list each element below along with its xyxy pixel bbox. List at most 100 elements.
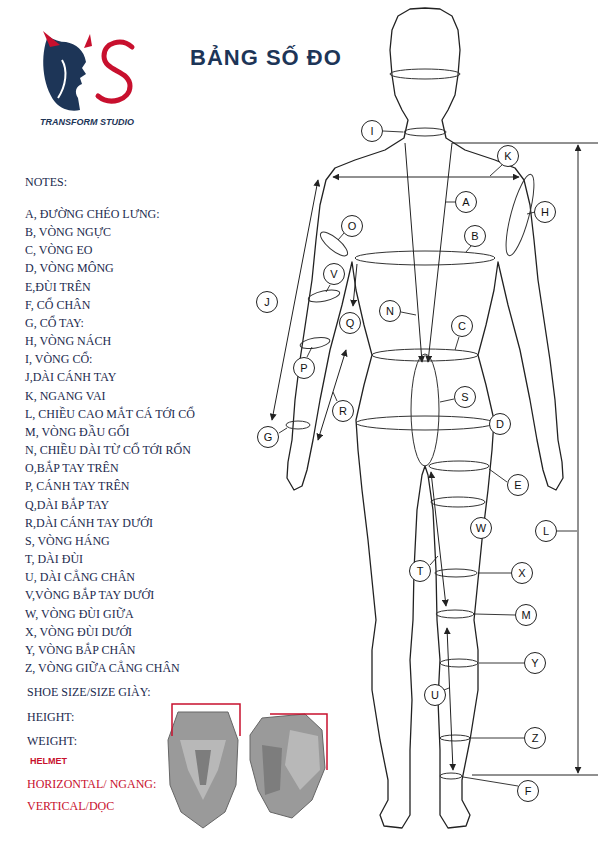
leader-line	[326, 285, 330, 292]
field-label: SHOE SIZE/SIZE GIÀY:	[27, 686, 151, 700]
callout-letter: H	[541, 207, 549, 218]
crotch-ring	[411, 354, 439, 466]
leader-line	[479, 663, 524, 664]
leader-line	[338, 233, 344, 240]
forearm-length-arrow	[318, 350, 346, 440]
leader-line	[557, 531, 577, 532]
callout-number: A	[455, 191, 477, 213]
note-line: K, NGANG VAI	[25, 390, 106, 404]
page-title: BẢNG SỐ ĐO	[190, 45, 342, 70]
leader-line	[489, 469, 507, 482]
leader-line	[440, 399, 454, 402]
callout-letter: R	[339, 406, 347, 417]
callout-number: P	[293, 357, 315, 379]
note-line: H, VÒNG NÁCH	[25, 335, 111, 349]
head-side-facet	[262, 745, 282, 795]
callout-number: M	[515, 604, 537, 626]
helmet-box	[270, 714, 327, 770]
callout-letter: O	[348, 221, 357, 232]
head-side	[250, 714, 325, 818]
note-line: D, VÒNG MÔNG	[25, 262, 114, 276]
note-line: B, VÒNG NGỰC	[25, 226, 111, 240]
callout-letter: I	[370, 126, 373, 137]
callout-letter: P	[300, 363, 307, 374]
waist-ring	[372, 349, 478, 361]
body-outline	[287, 8, 563, 828]
callout-letter: T	[417, 566, 424, 577]
callout-number: U	[424, 684, 446, 706]
callout-letter: D	[496, 419, 504, 430]
field-label: HORIZONTAL/ NGANG:	[27, 778, 156, 792]
leader-line	[490, 165, 502, 176]
callout-letter: Q	[346, 318, 355, 329]
note-line: V,VÒNG BẮP TAY DƯỚI	[25, 589, 154, 603]
logo-horn	[84, 34, 92, 48]
callout-number: B	[464, 225, 486, 247]
leader-line	[455, 337, 459, 350]
head-ring	[390, 69, 460, 79]
height-arrow	[578, 145, 579, 773]
callout-letter: X	[518, 568, 525, 579]
callout-letter: S	[461, 392, 468, 403]
callout-number: Q	[339, 312, 361, 334]
callout-letter: E	[514, 480, 521, 491]
note-line: G, CỔ TAY:	[25, 317, 84, 331]
note-line: J,DÀI CÁNH TAY	[25, 371, 116, 385]
field-label: WEIGHT:	[27, 735, 77, 749]
note-line: Y, VÒNG BẮP CHÂN	[25, 644, 135, 658]
measure-lines	[272, 143, 598, 775]
note-line: S, VÒNG HÁNG	[25, 535, 110, 549]
callout-number: K	[497, 145, 519, 167]
leader-line	[466, 246, 471, 252]
field-label: VERTICAL/DỌC	[27, 800, 114, 814]
callout-number: V	[323, 263, 345, 285]
callout-number: D	[489, 413, 511, 435]
forearm-ring	[307, 288, 340, 304]
callout-letter: Y	[531, 658, 538, 669]
callout-number: F	[517, 780, 539, 802]
neck-navel-line	[405, 143, 422, 362]
leader-line	[478, 573, 511, 574]
callout-number: Z	[524, 727, 546, 749]
mid-thigh-ring	[431, 497, 485, 507]
head-side-facet	[285, 730, 320, 790]
measure-rings	[286, 69, 540, 779]
callout-letter: J	[264, 297, 270, 308]
notes-heading: NOTES:	[25, 176, 67, 190]
ankle-ring	[440, 773, 462, 779]
callout-letter: A	[462, 197, 469, 208]
knee-ring	[436, 610, 474, 618]
leader-lines	[279, 131, 577, 786]
callout-number: T	[409, 560, 431, 582]
callout-letter: V	[330, 269, 337, 280]
callout-letter: M	[521, 610, 530, 621]
leader-line	[471, 738, 524, 739]
leader-line	[383, 131, 403, 132]
leader-line	[430, 556, 438, 565]
callout-number: O	[341, 215, 363, 237]
callout-letter: C	[458, 321, 466, 332]
note-line: I, VÒNG CỔ:	[25, 353, 92, 367]
studio-logo	[43, 31, 132, 111]
callout-letter: K	[504, 151, 511, 162]
note-line: P, CÁNH TAY TRÊN	[25, 480, 129, 494]
note-line: O,BẮP TAY TRÊN	[25, 462, 119, 476]
thigh-ring	[429, 461, 489, 471]
note-line: W, VÒNG ĐÙI GIỮA	[25, 608, 134, 622]
callout-number: E	[507, 474, 529, 496]
chest-ring	[355, 251, 495, 265]
callout-letter: L	[543, 526, 549, 537]
callout-number: X	[511, 562, 533, 584]
callout-number: Y	[524, 652, 546, 674]
neck-reference-line	[452, 143, 598, 144]
shin-ring	[440, 735, 470, 741]
logo-horn	[43, 31, 60, 47]
note-line: A, ĐƯỜNG CHÉO LƯNG:	[25, 208, 160, 222]
helmet-front-head	[168, 704, 240, 828]
callout-number: I	[361, 120, 383, 142]
callout-letter: N	[386, 306, 394, 317]
leader-line	[463, 777, 518, 786]
leader-line	[475, 614, 515, 615]
callout-number: R	[332, 400, 354, 422]
